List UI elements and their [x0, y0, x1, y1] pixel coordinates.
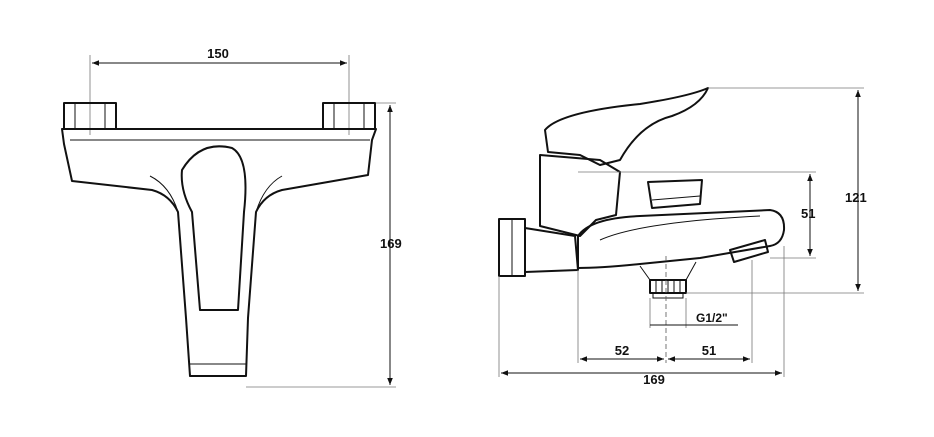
faucet-body-front [61, 128, 377, 377]
diverter-knob [647, 179, 703, 209]
thread-label: G1/2" [696, 311, 728, 325]
dim-label-51-bottom: 51 [702, 343, 716, 358]
dim-side-width: 169 [501, 370, 782, 387]
dim-side-offsets: 52 51 [580, 343, 750, 362]
dim-spout-height: 51 [801, 174, 815, 256]
bottom-thread [639, 261, 697, 299]
dim-front-height: 169 [246, 102, 402, 388]
dim-label-169-side: 169 [643, 372, 665, 387]
faucet-body-side [524, 227, 579, 273]
dim-label-121: 121 [845, 190, 867, 205]
dim-label-150: 150 [207, 46, 229, 61]
front-view: 150 169 [61, 46, 402, 388]
dim-label-169-front: 169 [380, 236, 402, 251]
dim-front-width: 150 [89, 46, 350, 135]
dim-thread: G1/2" [649, 298, 738, 328]
dim-label-52: 52 [615, 343, 629, 358]
dim-label-51-right: 51 [801, 206, 815, 221]
side-view: G1/2" 52 51 169 51 [498, 87, 867, 387]
lever-handle-front [180, 145, 247, 311]
aerator-side [729, 239, 769, 263]
spout-side [577, 209, 786, 269]
dim-total-height: 121 [845, 90, 867, 291]
lever-handle-side [544, 87, 709, 166]
